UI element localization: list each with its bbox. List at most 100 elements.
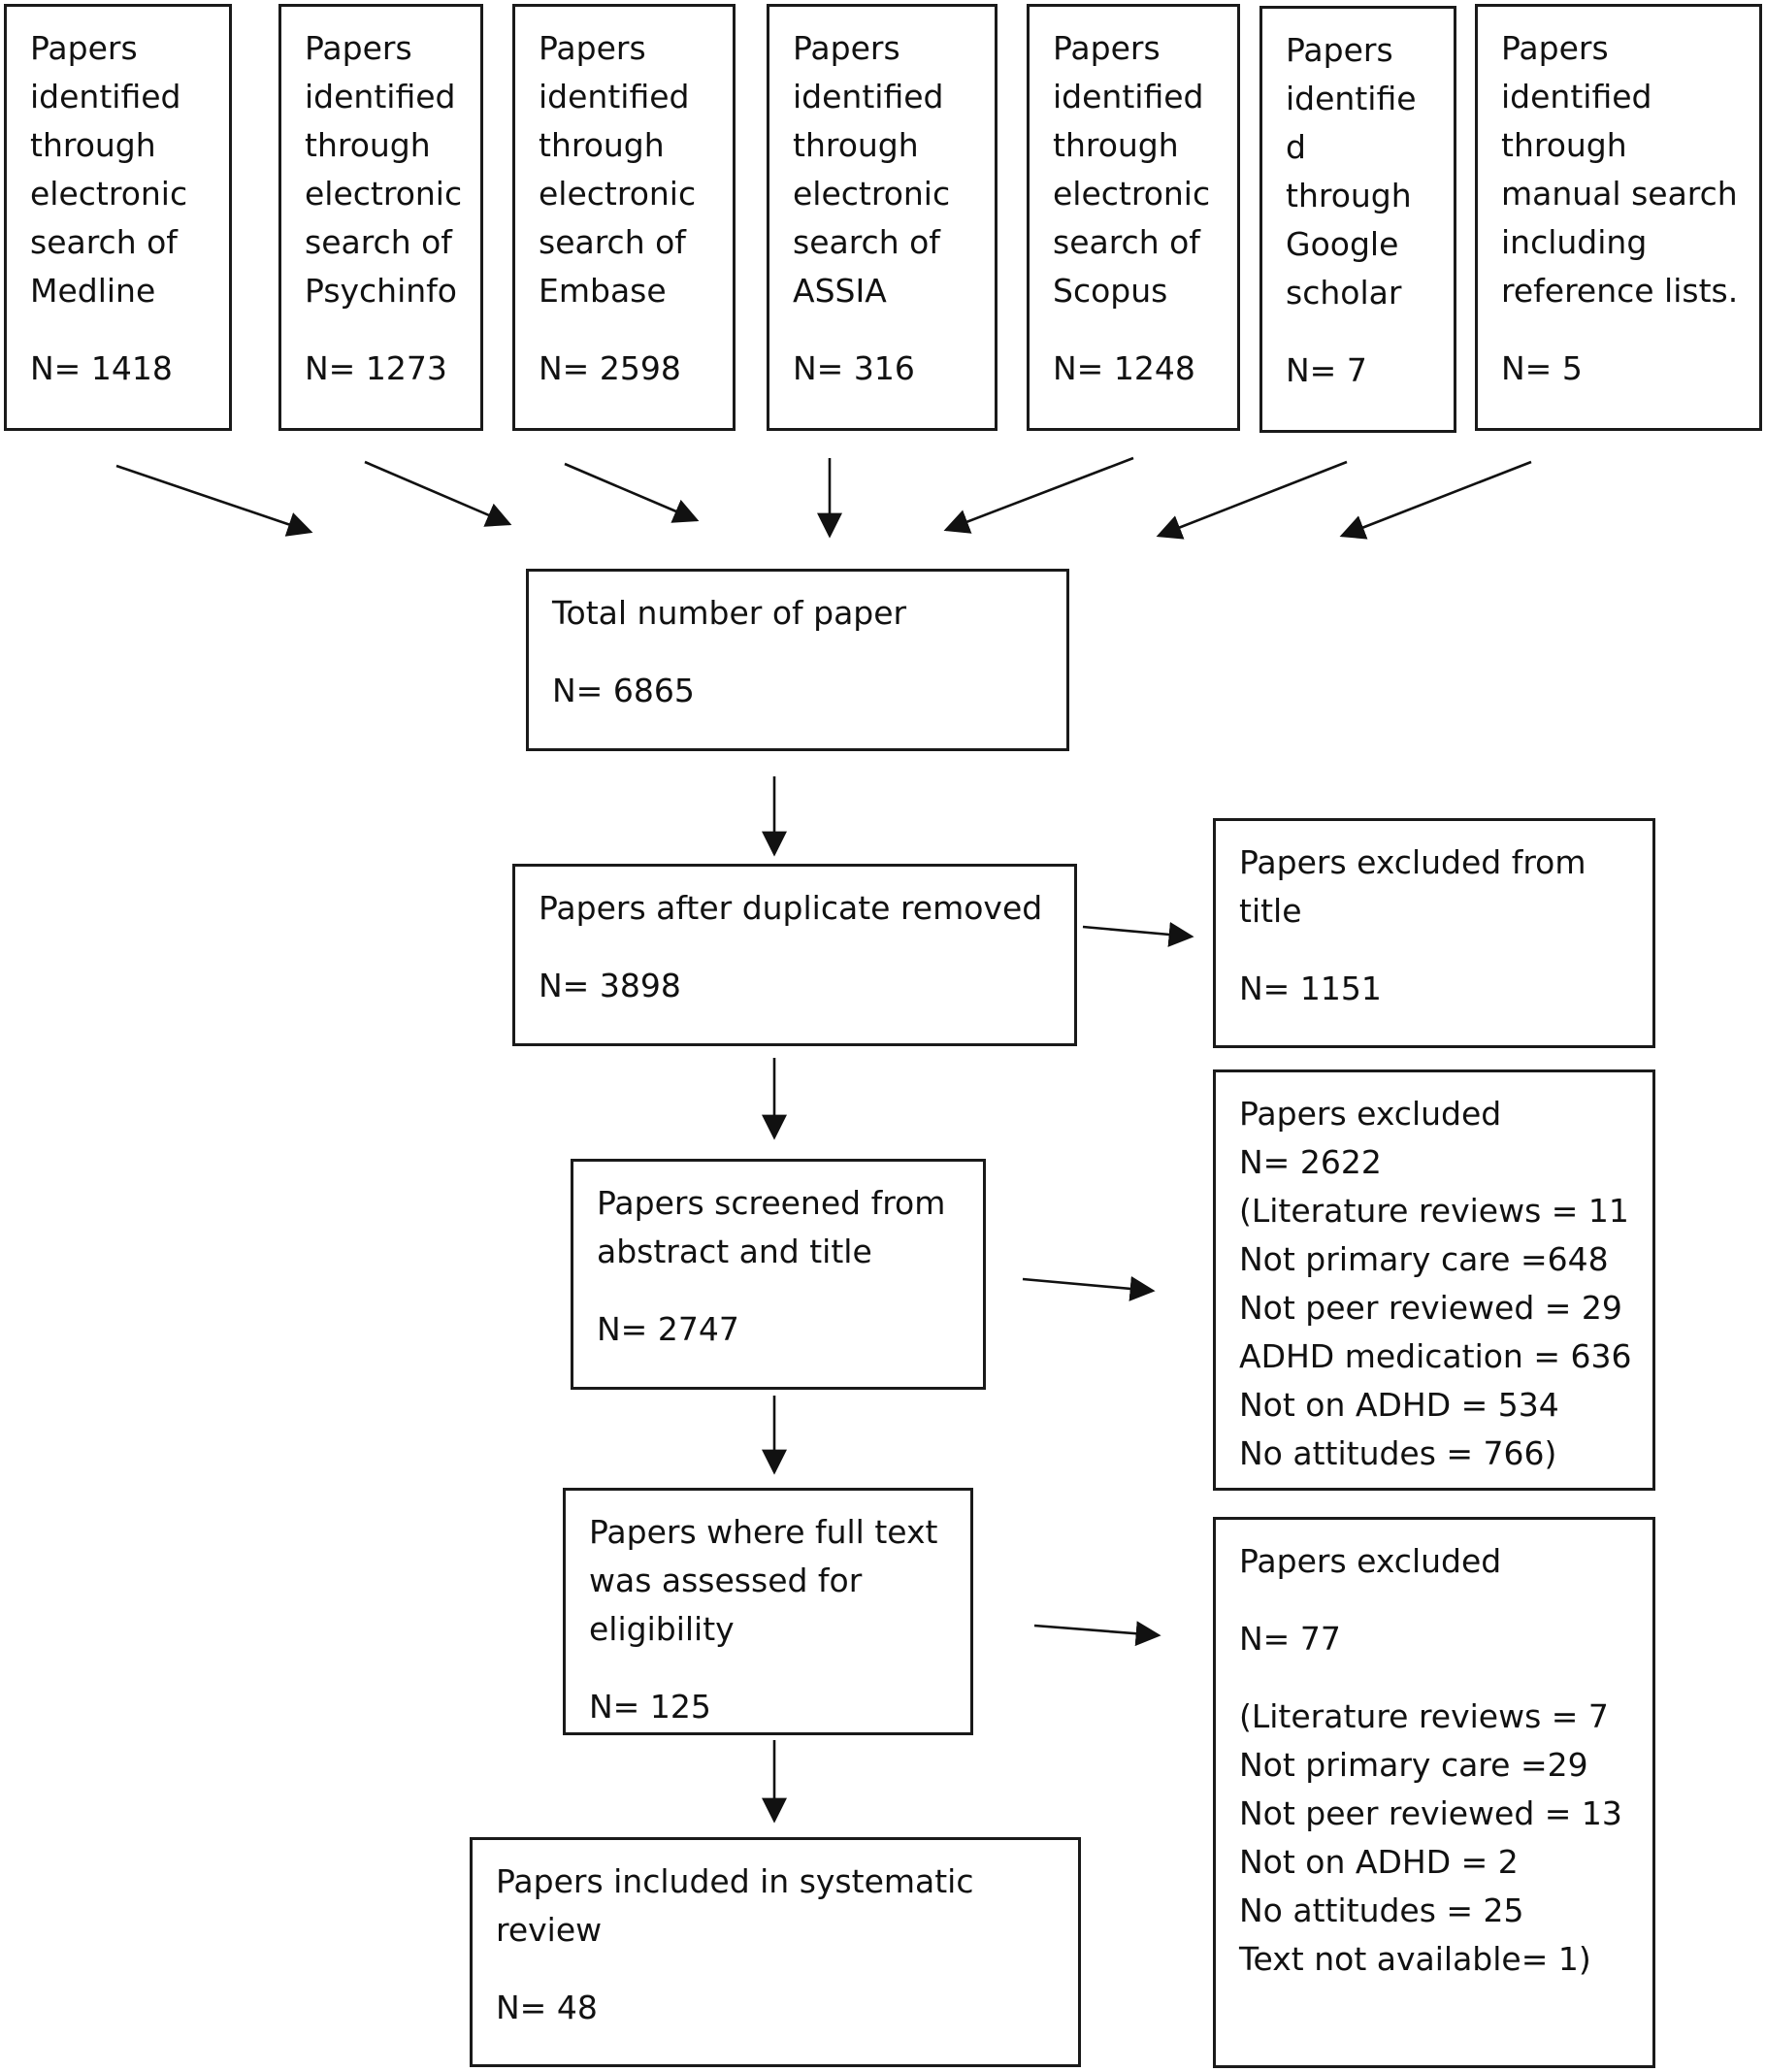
excluded-abstract-line: No attitudes = 766) [1239,1434,1557,1472]
arrow-dedup-to-excluded-title [1082,921,1194,947]
excluded-abstract-box: Papers excluded N= 2622 (Literature revi… [1213,1069,1655,1491]
source-count: N= 1273 [305,349,447,387]
screened-label: abstract and title [597,1233,872,1270]
excluded-fulltext-line: Not peer reviewed = 13 [1239,1794,1622,1832]
excluded-abstract-line: N= 2622 [1239,1143,1382,1181]
source-label-line: identifie [1286,80,1417,117]
excluded-fulltext-line: Not primary care =29 [1239,1746,1588,1784]
source-box-medline: Papers identified through electronic sea… [4,4,232,431]
included-box: Papers included in systematic review N= … [470,1837,1081,2067]
source-box-scopus: Papers identified through electronic sea… [1027,4,1240,431]
source-label-line: electronic [305,175,463,213]
fulltext-count: N= 125 [589,1688,711,1726]
source-label-line: through [1501,126,1627,164]
source-label-line: through [1286,177,1412,214]
source-label-line: electronic [539,175,697,213]
excluded-fulltext-line: (Literature reviews = 7 [1239,1697,1609,1735]
source-label-line: reference lists. [1501,272,1739,310]
excluded-fulltext-line: Not on ADHD = 2 [1239,1843,1519,1881]
excluded-fulltext-box: Papers excluded N= 77 (Literature review… [1213,1517,1655,2068]
fulltext-label: eligibility [589,1610,735,1648]
total-count: N= 6865 [552,672,695,709]
source-box-manual-search: Papers identified through manual search … [1475,4,1762,431]
arrow-manual-to-total [1339,460,1532,540]
source-label-line: identified [1053,78,1204,115]
source-label-line: Papers [1286,31,1393,69]
source-count: N= 7 [1286,351,1367,389]
excluded-fulltext-line: No attitudes = 25 [1239,1891,1524,1929]
source-label-line: search of [793,223,940,261]
fulltext-box: Papers where full text was assessed for … [563,1488,973,1735]
source-count: N= 1418 [30,349,173,387]
included-label: review [496,1911,603,1949]
source-label-line: Psychinfo [305,272,457,310]
source-label-line: through [539,126,665,164]
source-label-line: identified [305,78,456,115]
fulltext-label: was assessed for [589,1562,863,1599]
arrow-fulltext-to-excluded-fulltext [1033,1621,1161,1647]
source-label-line: identified [539,78,690,115]
source-label-line: Papers [30,29,138,67]
excluded-abstract-line: ADHD medication = 636 [1239,1337,1632,1375]
arrow-psychinfo-to-total [364,460,512,527]
source-label-line: through [1053,126,1179,164]
source-label-line: scholar [1286,274,1402,312]
source-label-line: Embase [539,272,667,310]
source-box-embase: Papers identified through electronic sea… [512,4,736,431]
source-label-line: through [30,126,156,164]
source-label-line: search of [539,223,686,261]
source-label-line: ASSIA [793,272,887,310]
source-box-psychinfo: Papers identified through electronic sea… [278,4,483,431]
source-label-line: electronic [793,175,951,213]
source-label-line: identified [793,78,944,115]
source-label-line: Papers [1053,29,1161,67]
screened-label: Papers screened from [597,1184,946,1222]
source-count: N= 2598 [539,349,681,387]
excluded-abstract-line: Papers excluded [1239,1095,1502,1133]
excluded-abstract-line: Not on ADHD = 534 [1239,1386,1559,1424]
source-count: N= 316 [793,349,915,387]
fulltext-label: Papers where full text [589,1513,938,1551]
source-label-line: identified [30,78,181,115]
source-label-line: through [793,126,919,164]
dedup-box: Papers after duplicate removed N= 3898 [512,864,1077,1046]
excluded-fulltext-line: Text not available= 1) [1239,1940,1591,1978]
excluded-fulltext-title: Papers excluded [1239,1542,1502,1580]
source-label-line: search of [1053,223,1200,261]
source-label-line: Papers [793,29,900,67]
source-label-line: electronic [30,175,188,213]
source-count: N= 1248 [1053,349,1195,387]
included-label: Papers included in systematic [496,1862,974,1900]
source-label-line: d [1286,128,1306,166]
excluded-abstract-line: Not peer reviewed = 29 [1239,1289,1622,1327]
source-label-line: search of [30,223,178,261]
source-label-line: manual search [1501,175,1738,213]
excluded-abstract-line: (Literature reviews = 11 [1239,1192,1629,1230]
excluded-abstract-line: Not primary care =648 [1239,1240,1609,1278]
screened-box: Papers screened from abstract and title … [571,1159,986,1390]
source-label-line: Google [1286,225,1399,263]
excluded-title-label: title [1239,892,1302,930]
source-label-line: Papers [305,29,412,67]
excluded-title-label: Papers excluded from [1239,843,1586,881]
source-label-line: through [305,126,431,164]
source-box-google-scholar: Papers identifie d through Google schola… [1259,6,1456,433]
source-label-line: identified [1501,78,1652,115]
source-label-line: Medline [30,272,156,310]
arrow-medline-to-total [115,464,313,537]
total-papers-box: Total number of paper N= 6865 [526,569,1069,751]
source-label-line: including [1501,223,1648,261]
excluded-title-box: Papers excluded from title N= 1151 [1213,818,1655,1048]
source-label-line: search of [305,223,452,261]
excluded-fulltext-count: N= 77 [1239,1620,1341,1658]
included-count: N= 48 [496,1989,598,2026]
source-box-assia: Papers identified through electronic sea… [767,4,997,431]
source-label-line: Papers [539,29,646,67]
arrow-screened-to-excluded-abstract [1022,1275,1156,1301]
source-label-line: Scopus [1053,272,1168,310]
excluded-title-count: N= 1151 [1239,970,1382,1007]
source-label-line: Papers [1501,29,1609,67]
arrow-scopus-to-total [943,456,1134,534]
arrow-scholar-to-total [1156,460,1348,540]
